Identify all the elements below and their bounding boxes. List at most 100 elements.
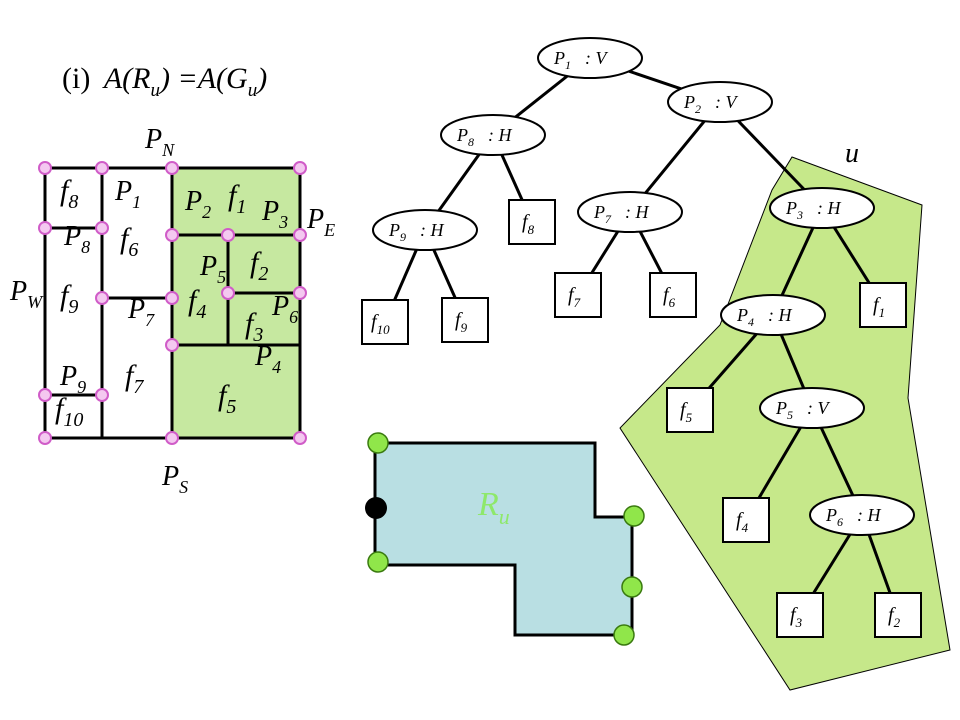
- floorplan-vertex[interactable]: [38, 221, 52, 235]
- tree-node-shape: [809, 494, 915, 536]
- room-label-f9: f9: [60, 279, 78, 318]
- boundary-label-east: PE: [306, 204, 335, 240]
- tree-node-shape: [759, 387, 865, 429]
- region-point-selected[interactable]: [365, 497, 387, 519]
- tree-leaf-label: f7: [568, 284, 581, 310]
- floorplan-vertex[interactable]: [221, 228, 235, 242]
- partition-label-p6: P6: [271, 291, 298, 327]
- floorplan-vertex[interactable]: [95, 291, 109, 305]
- tree-leaf-box: [776, 592, 824, 638]
- tree-leaf-box: [554, 272, 602, 318]
- tree-leaf-label: f1: [873, 294, 885, 320]
- tree-leaf-box: [361, 299, 409, 345]
- tree-leaf-f8[interactable]: f8: [508, 199, 556, 245]
- tree-leaf-f5[interactable]: f5: [666, 387, 714, 433]
- tree-leaf-f4[interactable]: f4: [722, 497, 770, 543]
- floorplan-vertex[interactable]: [165, 338, 179, 352]
- tree-node-label: P7: H: [593, 202, 649, 226]
- tree-node-p9[interactable]: P9: H: [372, 209, 478, 251]
- region-point[interactable]: [613, 624, 635, 646]
- floorplan-vertex[interactable]: [293, 228, 307, 242]
- floorplan-vertex[interactable]: [165, 291, 179, 305]
- tree-node-shape: [372, 209, 478, 251]
- tree-leaf-f1[interactable]: f1: [859, 282, 907, 328]
- floorplan-vertex[interactable]: [165, 431, 179, 445]
- tree-leaf-label: f5: [680, 399, 693, 425]
- floorplan-vertex[interactable]: [221, 286, 235, 300]
- tree-leaf-box: [859, 282, 907, 328]
- floorplan-vertex[interactable]: [38, 388, 52, 402]
- tree-node-p5[interactable]: P5: V: [759, 387, 865, 429]
- figure-heading: (i) A(Ru) =A(Gu): [62, 62, 267, 101]
- tree-node-p4[interactable]: P4: H: [720, 294, 826, 336]
- boundary-label-north: PN: [144, 124, 175, 160]
- partition-label-p8: P8: [63, 221, 90, 257]
- tree-leaf-f6[interactable]: f6: [649, 272, 697, 318]
- floorplan-vertex[interactable]: [293, 431, 307, 445]
- tree-node-label: P6: H: [825, 505, 881, 529]
- room-label-f8: f8: [60, 174, 78, 213]
- tree-node-shape: [577, 191, 683, 233]
- floorplan-vertex[interactable]: [95, 161, 109, 175]
- room-label-f6: f6: [120, 222, 138, 261]
- boundary-label-west: PW: [9, 276, 44, 312]
- floorplan-vertex[interactable]: [38, 161, 52, 175]
- tree-node-label: P3: H: [785, 198, 841, 222]
- tree-node-label: P4: H: [736, 305, 792, 329]
- tree-leaf-label: f9: [455, 309, 468, 335]
- region-point[interactable]: [367, 551, 389, 573]
- subtree-u-label: u: [845, 138, 859, 169]
- floorplan-vertex[interactable]: [95, 388, 109, 402]
- tree-node-label: P9: H: [388, 220, 444, 244]
- tree-node-shape: [440, 114, 546, 156]
- region-ru: [373, 441, 634, 637]
- tree-node-label: P1: V: [553, 48, 608, 72]
- highlighted-region: [172, 168, 300, 438]
- tree-node-label: P5: V: [775, 398, 830, 422]
- region-ru-label: Ru: [477, 486, 510, 529]
- floorplan-vertex[interactable]: [165, 228, 179, 242]
- room-label-f7: f7: [125, 359, 144, 398]
- floorplan-vertex[interactable]: [38, 431, 52, 445]
- partition-label-p1: P1: [114, 176, 141, 212]
- tree-leaf-box: [508, 199, 556, 245]
- tree-node-shape: [769, 187, 875, 229]
- region-point[interactable]: [623, 505, 645, 527]
- region-point[interactable]: [621, 576, 643, 598]
- partition-label-p3: P3: [261, 196, 288, 232]
- tree-leaf-f9[interactable]: f9: [441, 297, 489, 343]
- tree-node-p1[interactable]: P1: V: [537, 37, 643, 79]
- room-label-f10: f10: [55, 392, 83, 431]
- tree-leaf-label: f3: [790, 604, 803, 630]
- tree-node-p6[interactable]: P6: H: [809, 494, 915, 536]
- tree-leaf-box: [666, 387, 714, 433]
- tree-leaf-box: [722, 497, 770, 543]
- tree-leaf-label: f8: [522, 211, 535, 237]
- floorplan-vertex[interactable]: [95, 221, 109, 235]
- tree-node-shape: [537, 37, 643, 79]
- region-point[interactable]: [367, 432, 389, 454]
- tree-node-shape: [720, 294, 826, 336]
- tree-leaf-f2[interactable]: f2: [874, 592, 922, 638]
- tree-leaf-label: f10: [371, 311, 390, 337]
- tree-leaf-label: f2: [888, 604, 901, 630]
- tree-leaf-box: [649, 272, 697, 318]
- tree-node-p7[interactable]: P7: H: [577, 191, 683, 233]
- floorplan-vertex[interactable]: [293, 161, 307, 175]
- tree-leaf-f3[interactable]: f3: [776, 592, 824, 638]
- tree-node-label: P2: V: [683, 92, 738, 116]
- tree-leaf-box: [441, 297, 489, 343]
- region-ru-points: [365, 432, 645, 646]
- tree-leaf-label: f6: [663, 284, 676, 310]
- tree-node-p8[interactable]: P8: H: [440, 114, 546, 156]
- floorplan-vertex[interactable]: [165, 161, 179, 175]
- tree-node-p2[interactable]: P2: V: [667, 81, 773, 123]
- tree-leaf-f7[interactable]: f7: [554, 272, 602, 318]
- partition-label-p2: P2: [184, 186, 211, 222]
- tree-leaf-f10[interactable]: f10: [361, 299, 409, 345]
- tree-node-p3[interactable]: P3: H: [769, 187, 875, 229]
- tree-leaf-label: f4: [736, 509, 749, 535]
- floorplan-vertex[interactable]: [293, 286, 307, 300]
